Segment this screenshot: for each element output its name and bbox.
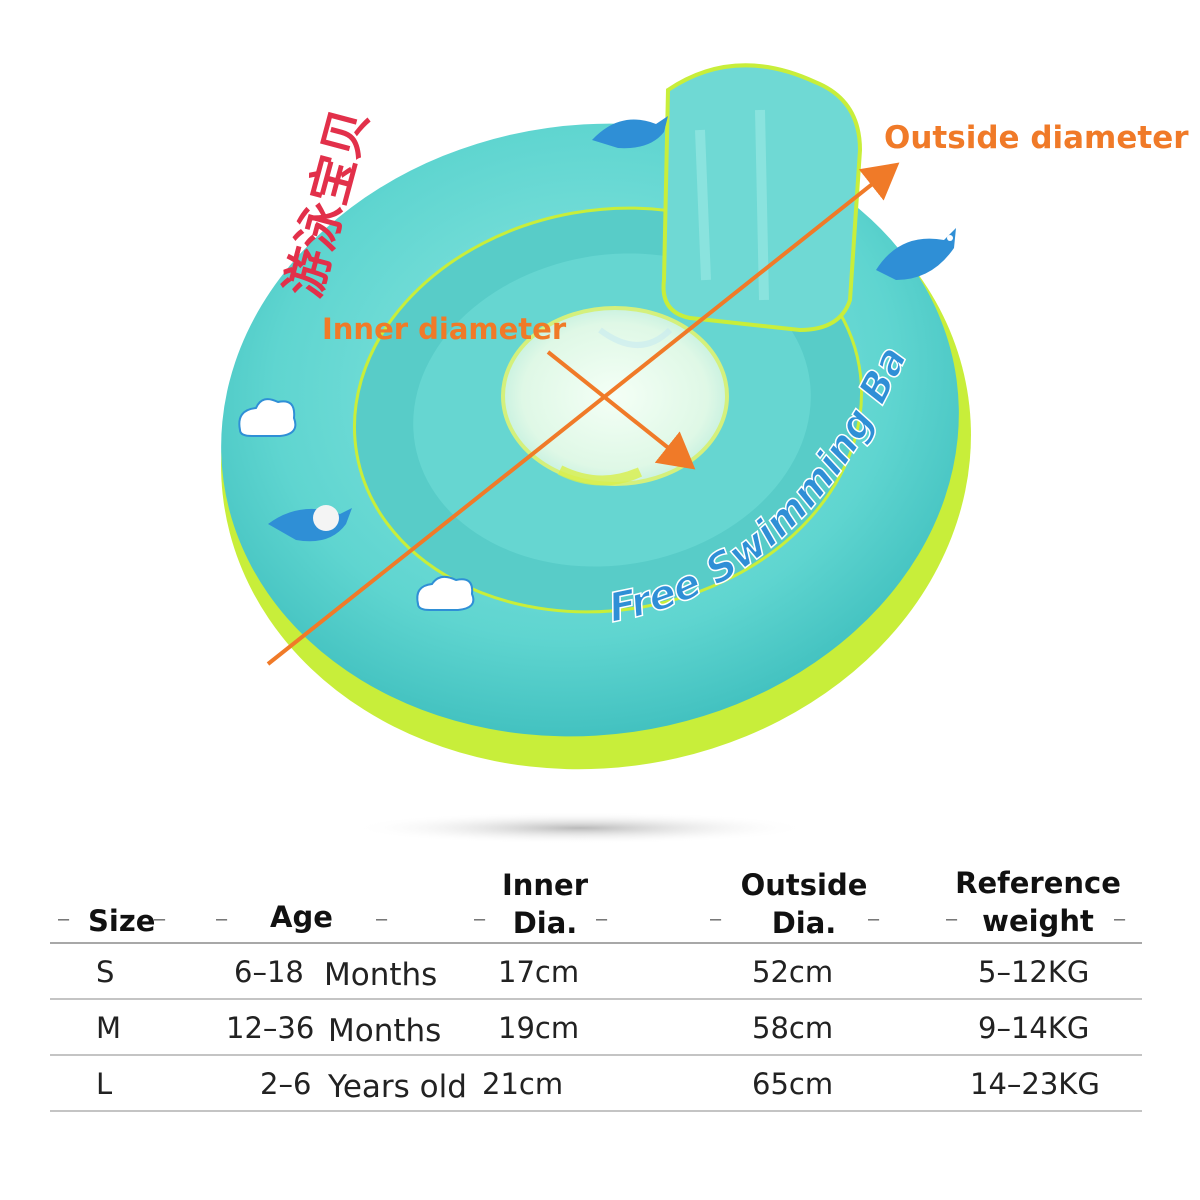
header-inner-dia: Inner Dia. [498,866,592,942]
cell-age-number: 2–6 [260,1067,312,1101]
cloud-icon-left [238,398,297,437]
table-row: L 2–6 Years old 21cm 65cm 14–23KG [50,1056,1142,1112]
dolphin-icon-right [876,228,956,280]
cell-weight: 9–14KG [978,1011,1090,1045]
cell-age-number: 6–18 [234,955,304,989]
table-row: M 12–36 Months 19cm 58cm 9–14KG [50,1000,1142,1056]
cell-age-unit: Years old [328,1069,467,1105]
size-chart-table: – Size – – Age – – Inner Dia. – – Outsid… [50,860,1142,1112]
cell-size: M [96,1011,122,1045]
cell-outside-dia: 52cm [752,955,834,989]
cell-age-unit: Months [324,957,438,993]
outside-diameter-arrow [266,162,900,666]
header-outside-dia: Outside Dia. [736,866,872,942]
splash-icon [947,235,972,263]
cell-age-number: 12–36 [226,1011,315,1045]
swim-ring-illustration: 游泳宝贝 Free Swimming Baby [0,0,972,844]
header-inner-line2: Dia. [512,906,578,940]
header-age: Age [270,900,333,934]
header-weight-line1: Reference [955,866,1121,900]
inner-diameter-arrow [546,350,696,470]
cloud-icon-bottom [416,575,475,611]
outside-diameter-label: Outside diameter [884,120,1189,156]
header-weight-line2: weight [982,904,1094,938]
drop-shadow [350,812,810,844]
dolphin-icon-left [268,505,352,542]
dolphin-icon-top [592,116,668,149]
header-size: Size [88,904,156,938]
header-outside-line1: Outside [740,868,868,902]
cell-outside-dia: 58cm [752,1011,834,1045]
header-outside-line2: Dia. [771,906,837,940]
header-inner-line1: Inner [501,868,589,902]
cell-size: L [96,1067,113,1101]
table-row: S 6–18 Months 17cm 52cm 5–12KG [50,944,1142,1000]
header-reference-weight: Reference weight [950,864,1126,940]
cell-outside-dia: 65cm [752,1067,834,1101]
cell-inner-dia: 17cm [498,955,580,989]
table-header: – Size – – Age – – Inner Dia. – – Outsid… [50,860,1142,944]
cell-age-unit: Months [328,1013,442,1049]
cell-inner-dia: 21cm [482,1067,564,1101]
inner-diameter-label: Inner diameter [322,312,567,346]
cell-weight: 14–23KG [970,1067,1100,1101]
cell-size: S [96,955,115,989]
cell-weight: 5–12KG [978,955,1090,989]
cell-inner-dia: 19cm [498,1011,580,1045]
